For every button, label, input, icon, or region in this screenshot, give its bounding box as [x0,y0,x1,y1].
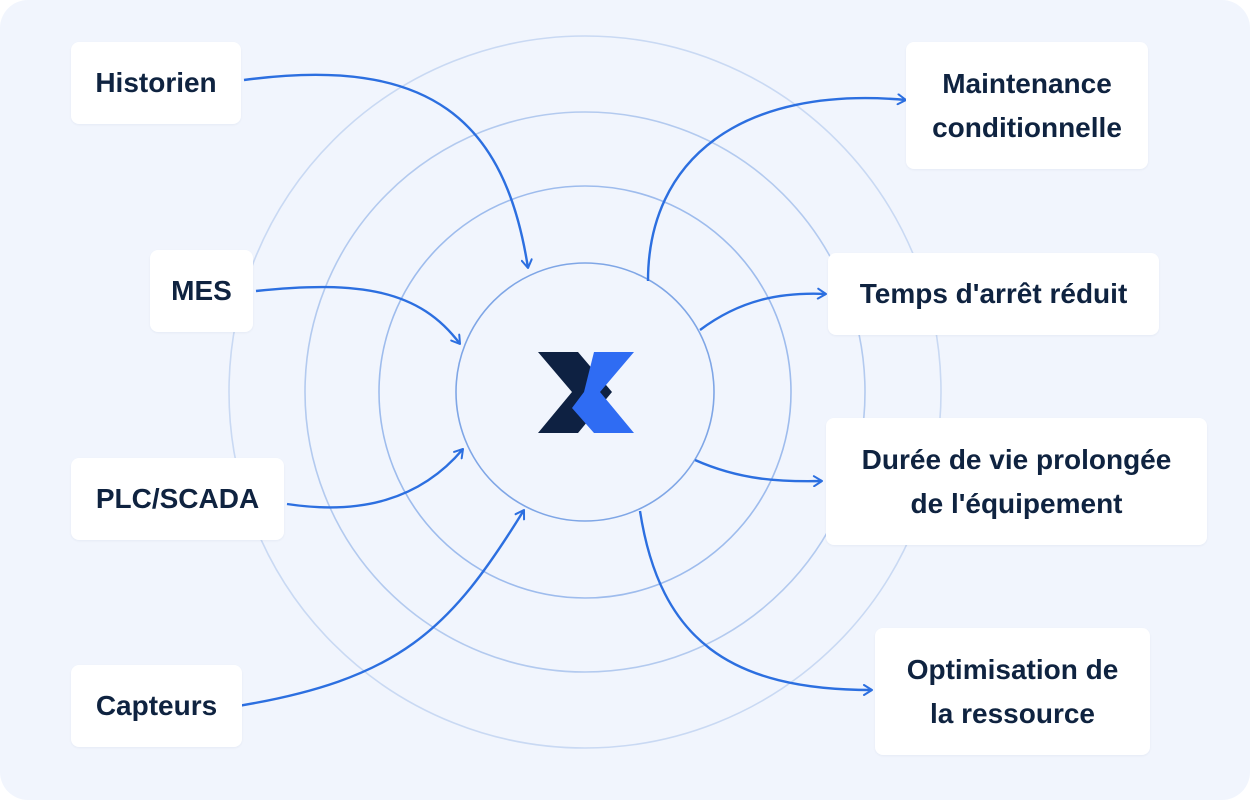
input-label-mes: MES [171,275,232,306]
output-label-temps-arret: Temps d'arrêt réduit [859,278,1128,309]
arrow-optimisation [638,510,873,696]
output-box-maintenance: Maintenance conditionnelle [906,42,1148,169]
output-box-optimisation: Optimisation de la ressource [875,628,1150,755]
output-box-duree-vie: Durée de vie prolongée de l'équipement [826,418,1207,545]
output-label-maintenance-line1: Maintenance [942,67,1112,99]
output-label-duree-vie-line1: Durée de vie prolongée [861,443,1172,475]
input-box-mes: MES [150,250,253,332]
output-label-duree-vie-line2: de l'équipement [910,487,1123,519]
input-box-capteurs: Capteurs [71,665,242,747]
input-box-plc-scada: PLC/SCADA [71,458,284,540]
output-label-optimisation-line2: la ressource [930,697,1095,729]
arrow-historien [243,73,533,269]
arrow-mes [255,285,461,345]
ring-outer [228,35,942,749]
ring-3 [304,111,866,673]
arrow-maintenance [646,93,907,282]
arrow-plc-scada [286,448,464,509]
ring-2 [378,185,792,599]
output-label-maintenance-line2: conditionnelle [932,111,1122,143]
output-label-optimisation-line1: Optimisation de [906,653,1119,685]
input-box-historien: Historien [71,42,241,124]
arrow-temps-arret [699,287,827,331]
input-label-plc-scada: PLC/SCADA [95,483,260,514]
output-box-temps-arret: Temps d'arrêt réduit [828,253,1159,335]
arrow-capteurs [231,509,526,709]
arrow-duree-vie [694,458,823,488]
ring-inner [455,262,715,522]
input-label-historien: Historien [95,67,217,98]
input-label-capteurs: Capteurs [95,690,218,721]
x-logo-icon [538,352,634,433]
